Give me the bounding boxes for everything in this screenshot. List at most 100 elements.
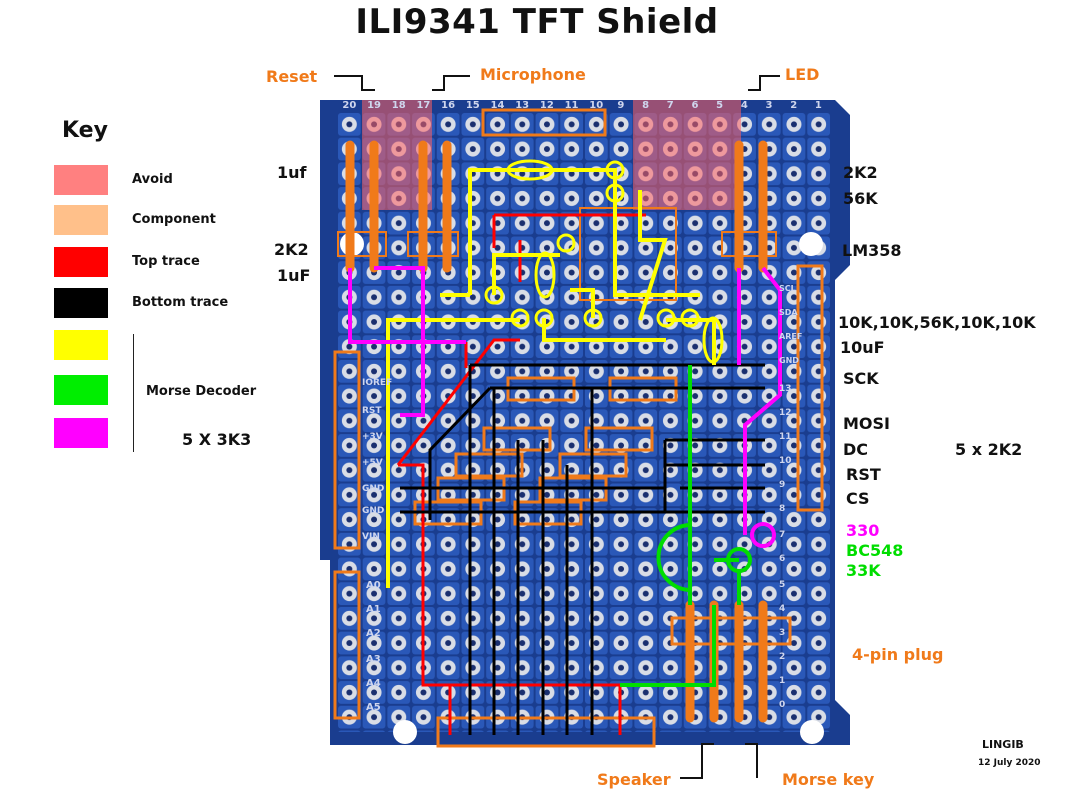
pin-number: 5 (716, 100, 724, 111)
key-label-bottom-trace: Bottom trace (132, 295, 229, 310)
analog-pin-label: A4 (366, 678, 381, 689)
pin-number: 6 (691, 100, 699, 111)
right-pin-label: 2 (779, 652, 786, 662)
label-33k: 33K (846, 561, 881, 580)
header-pin-label: RST (362, 406, 382, 416)
cap-right (721, 231, 777, 257)
plug-4pin (670, 616, 792, 646)
right-pin-label: AREF (779, 332, 803, 341)
pin-number: 12 (539, 100, 554, 111)
analog-pin-label: A5 (366, 702, 381, 713)
header-pin-label: IOREF (362, 378, 393, 388)
credit-date: 12 July 2020 (978, 758, 1041, 768)
right-pin-label: 8 (779, 504, 786, 514)
label-mosi: MOSI (843, 414, 890, 433)
pin-number: 4 (740, 100, 748, 111)
pin-number: 11 (564, 100, 579, 111)
swatch-magenta (54, 418, 108, 448)
label-lm358: LM358 (842, 241, 902, 260)
right-pin-label: 12 (779, 408, 792, 418)
label-rst: RST (846, 465, 881, 484)
label-bc548: BC548 (846, 541, 904, 560)
swatch-component (54, 205, 108, 235)
swatch-yellow (54, 330, 108, 360)
right-pin-label: 13 (779, 384, 792, 394)
pin-number-row: 20 19 18 17 16 15 14 13 12 11 10 9 8 7 6… (337, 100, 831, 112)
analog-pin-label: A2 (366, 628, 381, 639)
mount-hole (799, 232, 823, 256)
cap-left-2 (407, 231, 459, 257)
label-dc: DC (843, 440, 869, 459)
pin-number: 2 (790, 100, 798, 111)
credit-author: LINGIB (982, 738, 1024, 751)
label-cs: CS (846, 489, 870, 508)
label-56k: 56K (843, 189, 878, 208)
pin-number: 20 (342, 100, 357, 111)
pin-number: 17 (416, 100, 431, 111)
right-pin-label: 4 (779, 604, 786, 614)
right-pin-label: SDA (779, 308, 798, 317)
mount-hole (800, 720, 824, 744)
header-top-microphone (481, 108, 607, 137)
label-resistor-list: 10K,10K,56K,10K,10K (838, 313, 1036, 332)
avoid-area-right (633, 100, 741, 210)
right-pin-label: 7 (779, 530, 786, 540)
analog-pin-label: A3 (366, 654, 381, 665)
callout-microphone: Microphone (480, 65, 586, 84)
pin-number: 3 (765, 100, 773, 111)
key-note: 5 X 3K3 (182, 430, 252, 449)
right-pin-label: 10 (779, 456, 792, 466)
key-label-morse-decoder: Morse Decoder (146, 384, 257, 399)
swatch-bottom-trace (54, 288, 108, 318)
label-330: 330 (846, 521, 880, 540)
label-1uf: 1uf (277, 163, 307, 182)
header-pin-label: GND (362, 506, 385, 516)
pin-number: 10 (589, 100, 604, 111)
callout-morse-key: Morse key (782, 770, 875, 789)
pin-number: 13 (515, 100, 530, 111)
header-analog (333, 570, 361, 720)
header-pin-label: GND (362, 484, 385, 494)
label-2k2-left: 2K2 (274, 240, 309, 259)
callout-led: LED (785, 65, 820, 84)
right-pin-label: 6 (779, 554, 786, 564)
key-divider (133, 334, 134, 452)
pin-number: 1 (814, 100, 822, 111)
label-sck: SCK (843, 369, 879, 388)
analog-pin-label: A0 (366, 580, 381, 591)
key-label-avoid: Avoid (132, 172, 173, 187)
key-label-top-trace: Top trace (132, 254, 200, 269)
mount-hole (393, 720, 417, 744)
pin-number: 18 (391, 100, 406, 111)
header-right (796, 264, 824, 512)
pin-number: 19 (367, 100, 381, 111)
header-pin-label: +3V (362, 432, 383, 442)
header-bottom (436, 716, 656, 748)
analog-pin-label: A1 (366, 604, 381, 615)
label-10uf: 10uF (840, 338, 885, 357)
right-pin-label: 0 (779, 700, 786, 710)
label-1uF-left: 1uF (277, 266, 311, 285)
label-5x2k2: 5 x 2K2 (955, 440, 1023, 459)
right-pin-label: 11 (779, 432, 792, 442)
callout-4pin-plug: 4-pin plug (852, 645, 944, 664)
swatch-green (54, 375, 108, 405)
page-title: ILI9341 TFT Shield (355, 2, 719, 42)
pin-number: 8 (642, 100, 650, 111)
header-pin-label: VIN (362, 532, 380, 542)
pin-number: 9 (617, 100, 625, 111)
cap-left (337, 231, 387, 257)
lm358-outline (579, 207, 677, 301)
right-pin-label: 1 (779, 676, 786, 686)
key-heading: Key (62, 118, 108, 143)
callout-reset: Reset (266, 67, 318, 86)
label-2k2-right: 2K2 (843, 163, 878, 182)
header-pin-label: +5V (362, 458, 383, 468)
swatch-top-trace (54, 247, 108, 277)
key-label-component: Component (132, 212, 216, 227)
pin-number: 15 (465, 100, 480, 111)
pin-number: 7 (666, 100, 674, 111)
swatch-avoid (54, 165, 108, 195)
